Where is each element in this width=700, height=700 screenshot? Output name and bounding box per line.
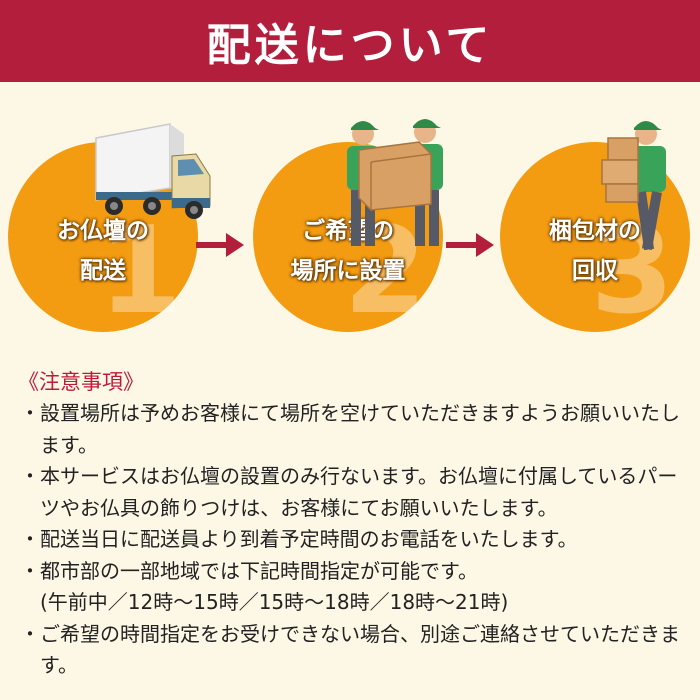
bullet: ・ xyxy=(20,621,40,646)
step-label-3-line2: 回収 xyxy=(572,258,618,284)
bullet: ・ xyxy=(20,558,40,583)
page-title: 配送について xyxy=(206,20,494,71)
note-text: 本サービスはお仏壇の設置のみ行ないます。お仏壇に付属しているパーツやお仏具の飾り… xyxy=(40,464,678,520)
worker-carrying-boxes-icon xyxy=(601,121,666,251)
list-item: ・ 設置場所は予めお客様にて場所を空けていただきますようお願いいたします。 xyxy=(18,398,688,461)
right-arrow-icon xyxy=(446,233,494,257)
delivery-truck-icon xyxy=(95,123,211,219)
time-slots-text: (午前中／12時〜15時／15時〜18時／18時〜21時) xyxy=(40,590,509,614)
bullet: ・ xyxy=(20,527,40,551)
step-label-1-line1: お仏壇の xyxy=(57,218,149,244)
notes-list: ・ 設置場所は予めお客様にて場所を空けていただきますようお願いいたします。 ・ … xyxy=(18,398,688,682)
notes-title: 《注意事項》 xyxy=(18,370,144,394)
note-text: ご希望の時間指定をお受けできない場合、別途ご連絡させていただきます。 xyxy=(40,621,680,678)
right-arrow-icon xyxy=(196,233,244,257)
list-item: ・ ご希望の時間指定をお受けできない場合、別途ご連絡させていただきます。 xyxy=(18,619,688,682)
notes-section: 《注意事項》 ・ 設置場所は予めお客様にて場所を空けていただきますようお願いいた… xyxy=(18,366,688,682)
step-label-3-line1: 梱包材の xyxy=(549,218,641,244)
note-text: 配送当日に配送員より到着予定時間のお電話をいたします。 xyxy=(40,527,578,551)
step-number-3: 3 xyxy=(590,202,675,341)
step-number-1: 1 xyxy=(98,202,183,341)
step-label-2-line2: 場所に設置 xyxy=(290,258,406,284)
step-label-1-line2: 配送 xyxy=(80,258,126,284)
note-text: 設置場所は予めお客様にて場所を空けていただきますようお願いいたします。 xyxy=(40,401,680,457)
list-item: ・ 配送当日に配送員より到着予定時間のお電話をいたします。 xyxy=(18,524,688,556)
note-text: 都市部の一部地域では下記時間指定が可能です。 xyxy=(40,558,478,583)
list-item: ・ 本サービスはお仏壇の設置のみ行ないます。お仏壇に付属しているパーツやお仏具の… xyxy=(18,461,688,524)
header-banner: 配送について xyxy=(0,0,700,82)
workers-carrying-box-icon xyxy=(347,119,443,246)
list-item: ・ 都市部の一部地域では下記時間指定が可能です。 (午前中／12時〜15時／15… xyxy=(18,556,688,619)
step-label-2-line1: ご希望の xyxy=(302,218,394,244)
bullet: ・ xyxy=(20,401,40,425)
bullet: ・ xyxy=(20,464,40,488)
